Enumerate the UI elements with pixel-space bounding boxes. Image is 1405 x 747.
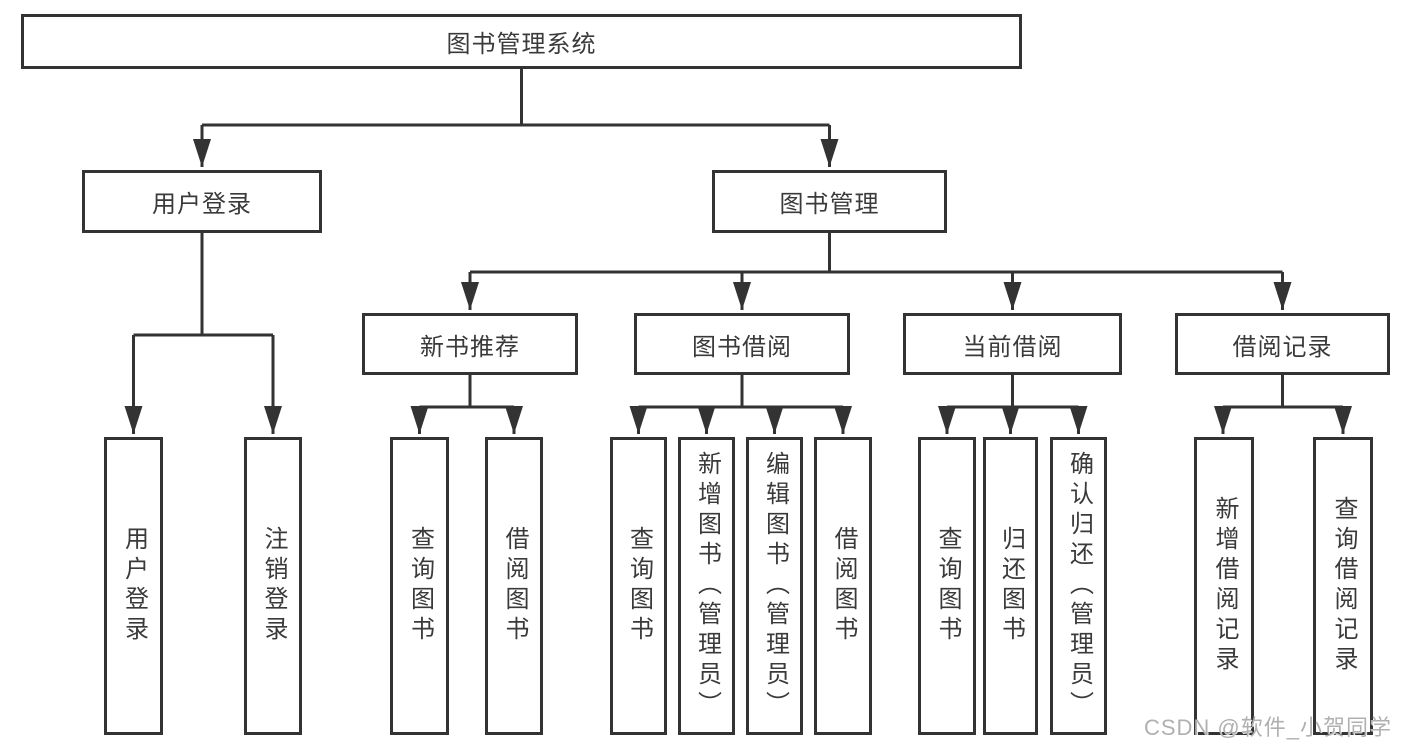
connector-user-login bbox=[124, 233, 282, 434]
node-user-login: 用户登录 bbox=[82, 170, 322, 233]
node-label: 图书管理 bbox=[779, 191, 880, 218]
connector-borrowing-records bbox=[1214, 375, 1352, 434]
leaf-confirm-return-admin: 确认归还（管理员） bbox=[1050, 437, 1107, 735]
leaf-borrow-books: 借阅图书 bbox=[814, 437, 872, 735]
node-label: 当前借阅 bbox=[962, 333, 1063, 361]
node-library-management-system: 图书管理系统 bbox=[21, 14, 1022, 69]
leaf-query-books: 查询图书 bbox=[610, 437, 667, 735]
leaf-label: 借阅图书 bbox=[830, 526, 857, 646]
node-label: 图书管理系统 bbox=[446, 31, 597, 58]
node-borrowing-records: 借阅记录 bbox=[1175, 313, 1390, 375]
leaf-label: 新增借阅记录 bbox=[1211, 496, 1238, 676]
leaf-query-books: 查询图书 bbox=[918, 437, 976, 735]
node-label: 新书推荐 bbox=[420, 333, 520, 361]
leaf-user-login: 用户登录 bbox=[104, 437, 163, 735]
leaf-label: 查询图书 bbox=[934, 526, 961, 646]
leaf-label: 查询借阅记录 bbox=[1330, 496, 1357, 676]
leaf-label: 用户登录 bbox=[120, 526, 148, 646]
connector-root bbox=[193, 69, 839, 167]
connector-book-borrowing bbox=[629, 375, 852, 434]
leaf-query-borrow-record: 查询借阅记录 bbox=[1313, 437, 1373, 735]
leaf-borrow-books: 借阅图书 bbox=[485, 437, 543, 735]
leaf-label: 编辑图书（管理员） bbox=[761, 451, 789, 721]
connector-book-management bbox=[461, 233, 1292, 310]
leaf-label: 确认归还（管理员） bbox=[1065, 451, 1093, 721]
csdn-watermark: CSDN @软件_小贺同学 bbox=[1143, 715, 1392, 740]
node-label: 图书借阅 bbox=[692, 333, 792, 361]
leaf-logout: 注销登录 bbox=[244, 437, 302, 735]
node-label: 借阅记录 bbox=[1232, 333, 1333, 361]
leaf-label: 借阅图书 bbox=[501, 526, 528, 646]
leaf-return-book: 归还图书 bbox=[983, 437, 1038, 735]
leaf-label: 新增图书（管理员） bbox=[693, 451, 721, 721]
leaf-edit-book-admin: 编辑图书（管理员） bbox=[746, 437, 803, 735]
leaf-add-borrow-record: 新增借阅记录 bbox=[1194, 437, 1254, 735]
leaf-query-books: 查询图书 bbox=[390, 437, 449, 735]
leaf-label: 归还图书 bbox=[997, 526, 1025, 646]
node-book-management: 图书管理 bbox=[712, 170, 947, 233]
node-current-borrowing: 当前借阅 bbox=[903, 313, 1122, 375]
leaf-add-book-admin: 新增图书（管理员） bbox=[678, 437, 735, 735]
leaf-label: 查询图书 bbox=[625, 526, 653, 646]
node-label: 用户登录 bbox=[152, 191, 252, 218]
leaf-label: 查询图书 bbox=[406, 526, 434, 646]
node-new-book-recommendation: 新书推荐 bbox=[362, 313, 578, 375]
connector-new-book-recommendation bbox=[410, 375, 523, 434]
node-book-borrowing: 图书借阅 bbox=[634, 313, 850, 375]
connector-current-borrowing bbox=[938, 375, 1088, 434]
leaf-label: 注销登录 bbox=[260, 526, 287, 646]
